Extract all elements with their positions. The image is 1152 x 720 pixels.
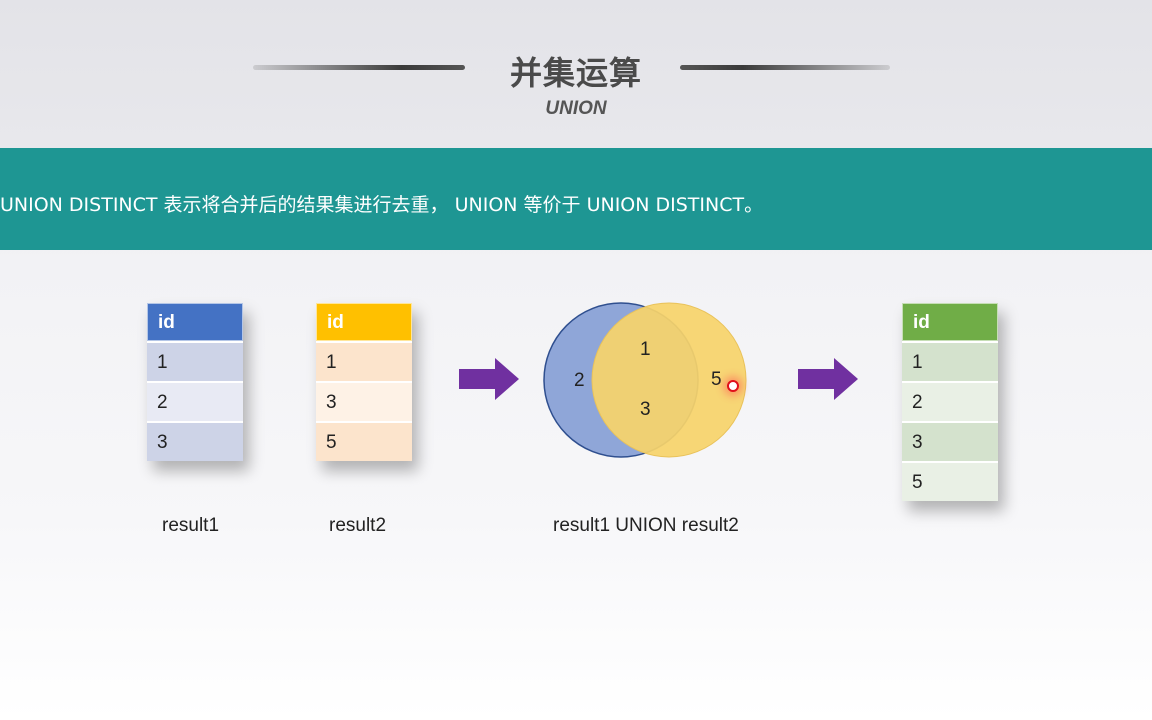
venn-right-value: 5: [711, 369, 722, 390]
table-cell: 1: [147, 341, 243, 381]
page-title: 并集运算: [509, 54, 642, 92]
description-banner: [0, 148, 1152, 250]
caption-result2: result2: [329, 515, 387, 536]
page-subtitle: UNION: [545, 98, 607, 119]
table-cell: 5: [902, 461, 998, 501]
venn-intersection-value: 3: [640, 399, 651, 420]
caption-union: result1 UNION result2: [553, 515, 739, 536]
table-cell: 5: [316, 421, 412, 461]
table-cell: 2: [147, 381, 243, 421]
table-header: id: [902, 303, 998, 341]
arrow-right-icon: [459, 358, 519, 400]
table-cell: 3: [147, 421, 243, 461]
table-cell: 2: [902, 381, 998, 421]
table-header: id: [316, 303, 412, 341]
table-cell: 3: [902, 421, 998, 461]
table-cell: 3: [316, 381, 412, 421]
table-result2: id 1 3 5: [316, 303, 412, 461]
caption-result1: result1: [162, 515, 220, 536]
header: 并集运算 UNION: [0, 0, 1152, 148]
decorative-brush-right: [680, 65, 890, 70]
arrow-right-icon: [798, 358, 858, 400]
venn-diagram: 2 1 3 5: [543, 302, 747, 458]
decorative-brush-left: [253, 65, 465, 70]
venn-intersection-value: 1: [640, 339, 651, 360]
table-cell: 1: [902, 341, 998, 381]
mouse-pointer-highlight: [727, 380, 739, 392]
venn-circle-result2: [591, 302, 747, 458]
venn-left-value: 2: [574, 370, 585, 391]
table-result1: id 1 2 3: [147, 303, 243, 461]
table-cell: 1: [316, 341, 412, 381]
table-header: id: [147, 303, 243, 341]
banner-text: UNION DISTINCT 表示将合并后的结果集进行去重， UNION 等价于…: [0, 194, 764, 216]
table-union-result: id 1 2 3 5: [902, 303, 998, 501]
